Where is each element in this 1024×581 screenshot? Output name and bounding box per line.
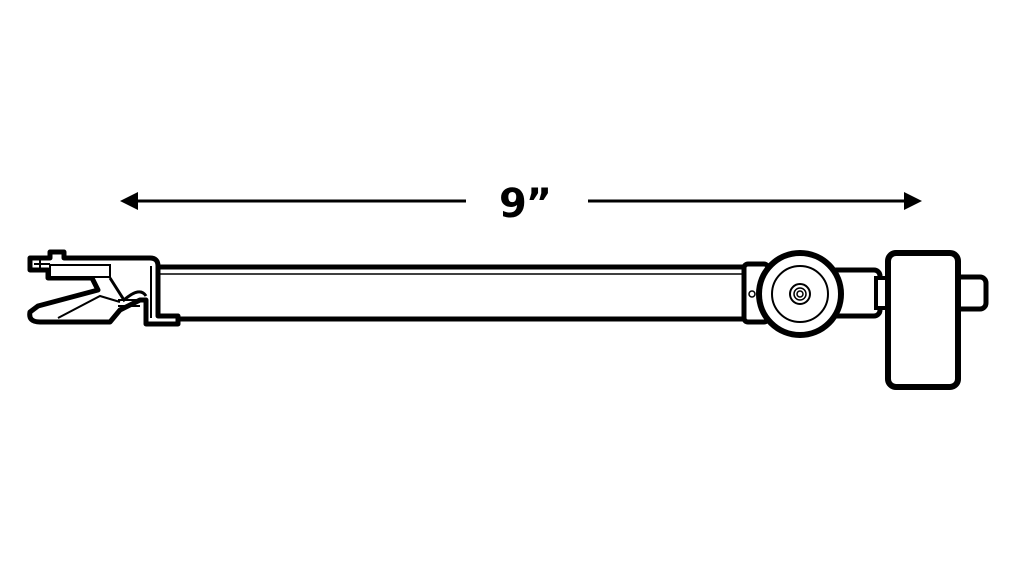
mount-block — [885, 250, 961, 390]
arm-tube — [147, 264, 753, 322]
left-arrow-icon — [120, 192, 138, 210]
dimension-label: 9” — [498, 181, 552, 227]
dimension-line — [120, 192, 922, 210]
clamp-jaw — [27, 249, 181, 327]
swivel-ball-joint — [756, 250, 844, 338]
right-arrow-icon — [904, 192, 922, 210]
